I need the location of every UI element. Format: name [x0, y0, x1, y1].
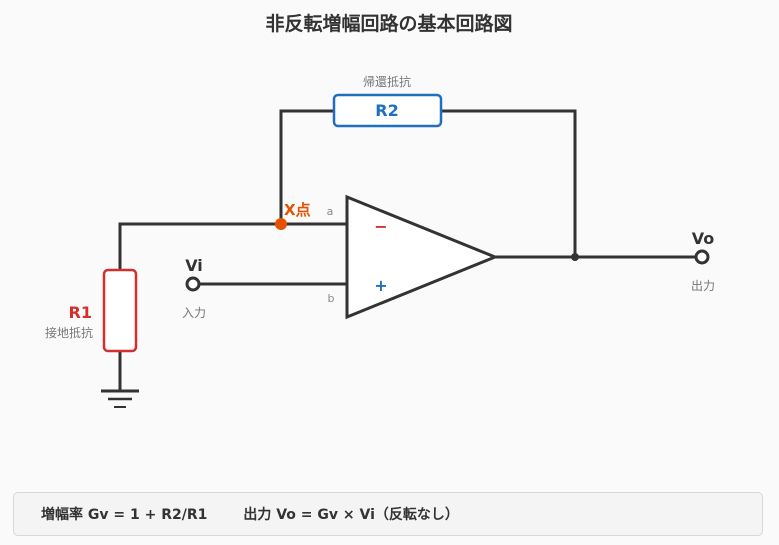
wire-feedback-right — [439, 109, 577, 259]
ground-icon — [101, 389, 139, 408]
node-x-label: X点 — [284, 201, 311, 219]
gain-formula: 増幅率 Gv = 1 + R2/R1 — [41, 507, 208, 523]
r1-label: R1 — [69, 303, 92, 322]
r2-caption: 帰還抵抗 — [363, 74, 411, 89]
output-terminal-caption: 出力 — [691, 279, 715, 293]
output-formula: 出力 Vo = Gv × Vi（反転なし） — [243, 507, 459, 523]
wire-feedback-left — [279, 109, 336, 226]
pin-a-label: a — [327, 205, 334, 218]
resistor-r1[interactable] — [102, 268, 138, 353]
resistor-r2[interactable] — [332, 93, 443, 128]
output-junction-dot — [571, 253, 579, 261]
output-terminal[interactable] — [694, 249, 710, 265]
formula-box: 増幅率 Gv = 1 + R2/R1 出力 Vo = Gv × Vi（反転なし） — [13, 492, 763, 536]
input-terminal[interactable] — [185, 276, 201, 292]
r2-label: R2 — [375, 101, 398, 120]
opamp-triangle[interactable] — [345, 194, 499, 320]
node-x-dot[interactable] — [275, 218, 287, 230]
r1-caption: 接地抵抗 — [45, 325, 93, 340]
opamp-inverting-sign: − — [374, 217, 387, 236]
opamp-noninverting-sign: + — [374, 276, 387, 295]
pin-b-label: b — [328, 292, 335, 305]
output-terminal-label: Vo — [692, 229, 715, 248]
wire-inverting-input — [118, 222, 349, 272]
diagram-title: 非反転増幅回路の基本回路図 — [265, 12, 512, 35]
input-terminal-caption: 入力 — [182, 306, 206, 320]
input-terminal-label: Vi — [185, 256, 203, 275]
